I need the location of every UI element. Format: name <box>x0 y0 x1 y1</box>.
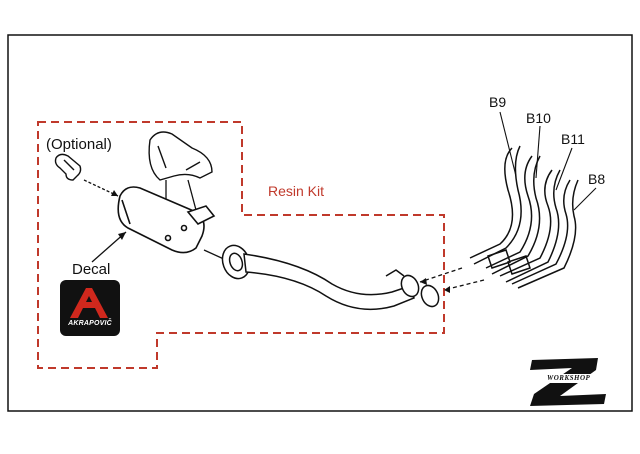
akrapovic-logo-text: AKRAPOVIČ <box>68 320 112 327</box>
collector-clamp-part <box>385 269 440 308</box>
diagram-border <box>7 34 633 412</box>
optional-arrow-head <box>111 190 118 196</box>
b8-label: B8 <box>588 171 606 187</box>
akrapovic-decal-logo <box>60 280 120 336</box>
resin-kit-label: Resin Kit <box>268 183 325 199</box>
header-arrow-2-head <box>444 286 450 293</box>
b10-label: B10 <box>526 110 551 126</box>
b8-leader <box>573 187 597 211</box>
b10-leader <box>535 125 541 179</box>
heat-shield-part <box>148 131 213 181</box>
workshop-logo-text: WORKSHOP <box>547 374 591 382</box>
link-pipe-part <box>221 244 415 311</box>
decal-arrow-head <box>118 232 126 240</box>
muffler-part <box>117 186 216 254</box>
b11-leader <box>555 147 573 191</box>
shield-arrow-2 <box>187 179 197 211</box>
b9-leader <box>499 111 517 177</box>
header-arrow-1-head <box>420 278 427 285</box>
decal-label: Decal <box>72 261 111 278</box>
resin-kit-outline <box>37 121 445 369</box>
z-workshop-logo <box>530 358 606 406</box>
header-arrow-1 <box>419 267 463 283</box>
b9-label: B9 <box>489 94 507 110</box>
optional-plug-part <box>54 153 82 181</box>
optional-label: (Optional) <box>46 136 112 153</box>
header-pipes-part <box>469 145 579 289</box>
b11-label: B11 <box>561 131 585 147</box>
